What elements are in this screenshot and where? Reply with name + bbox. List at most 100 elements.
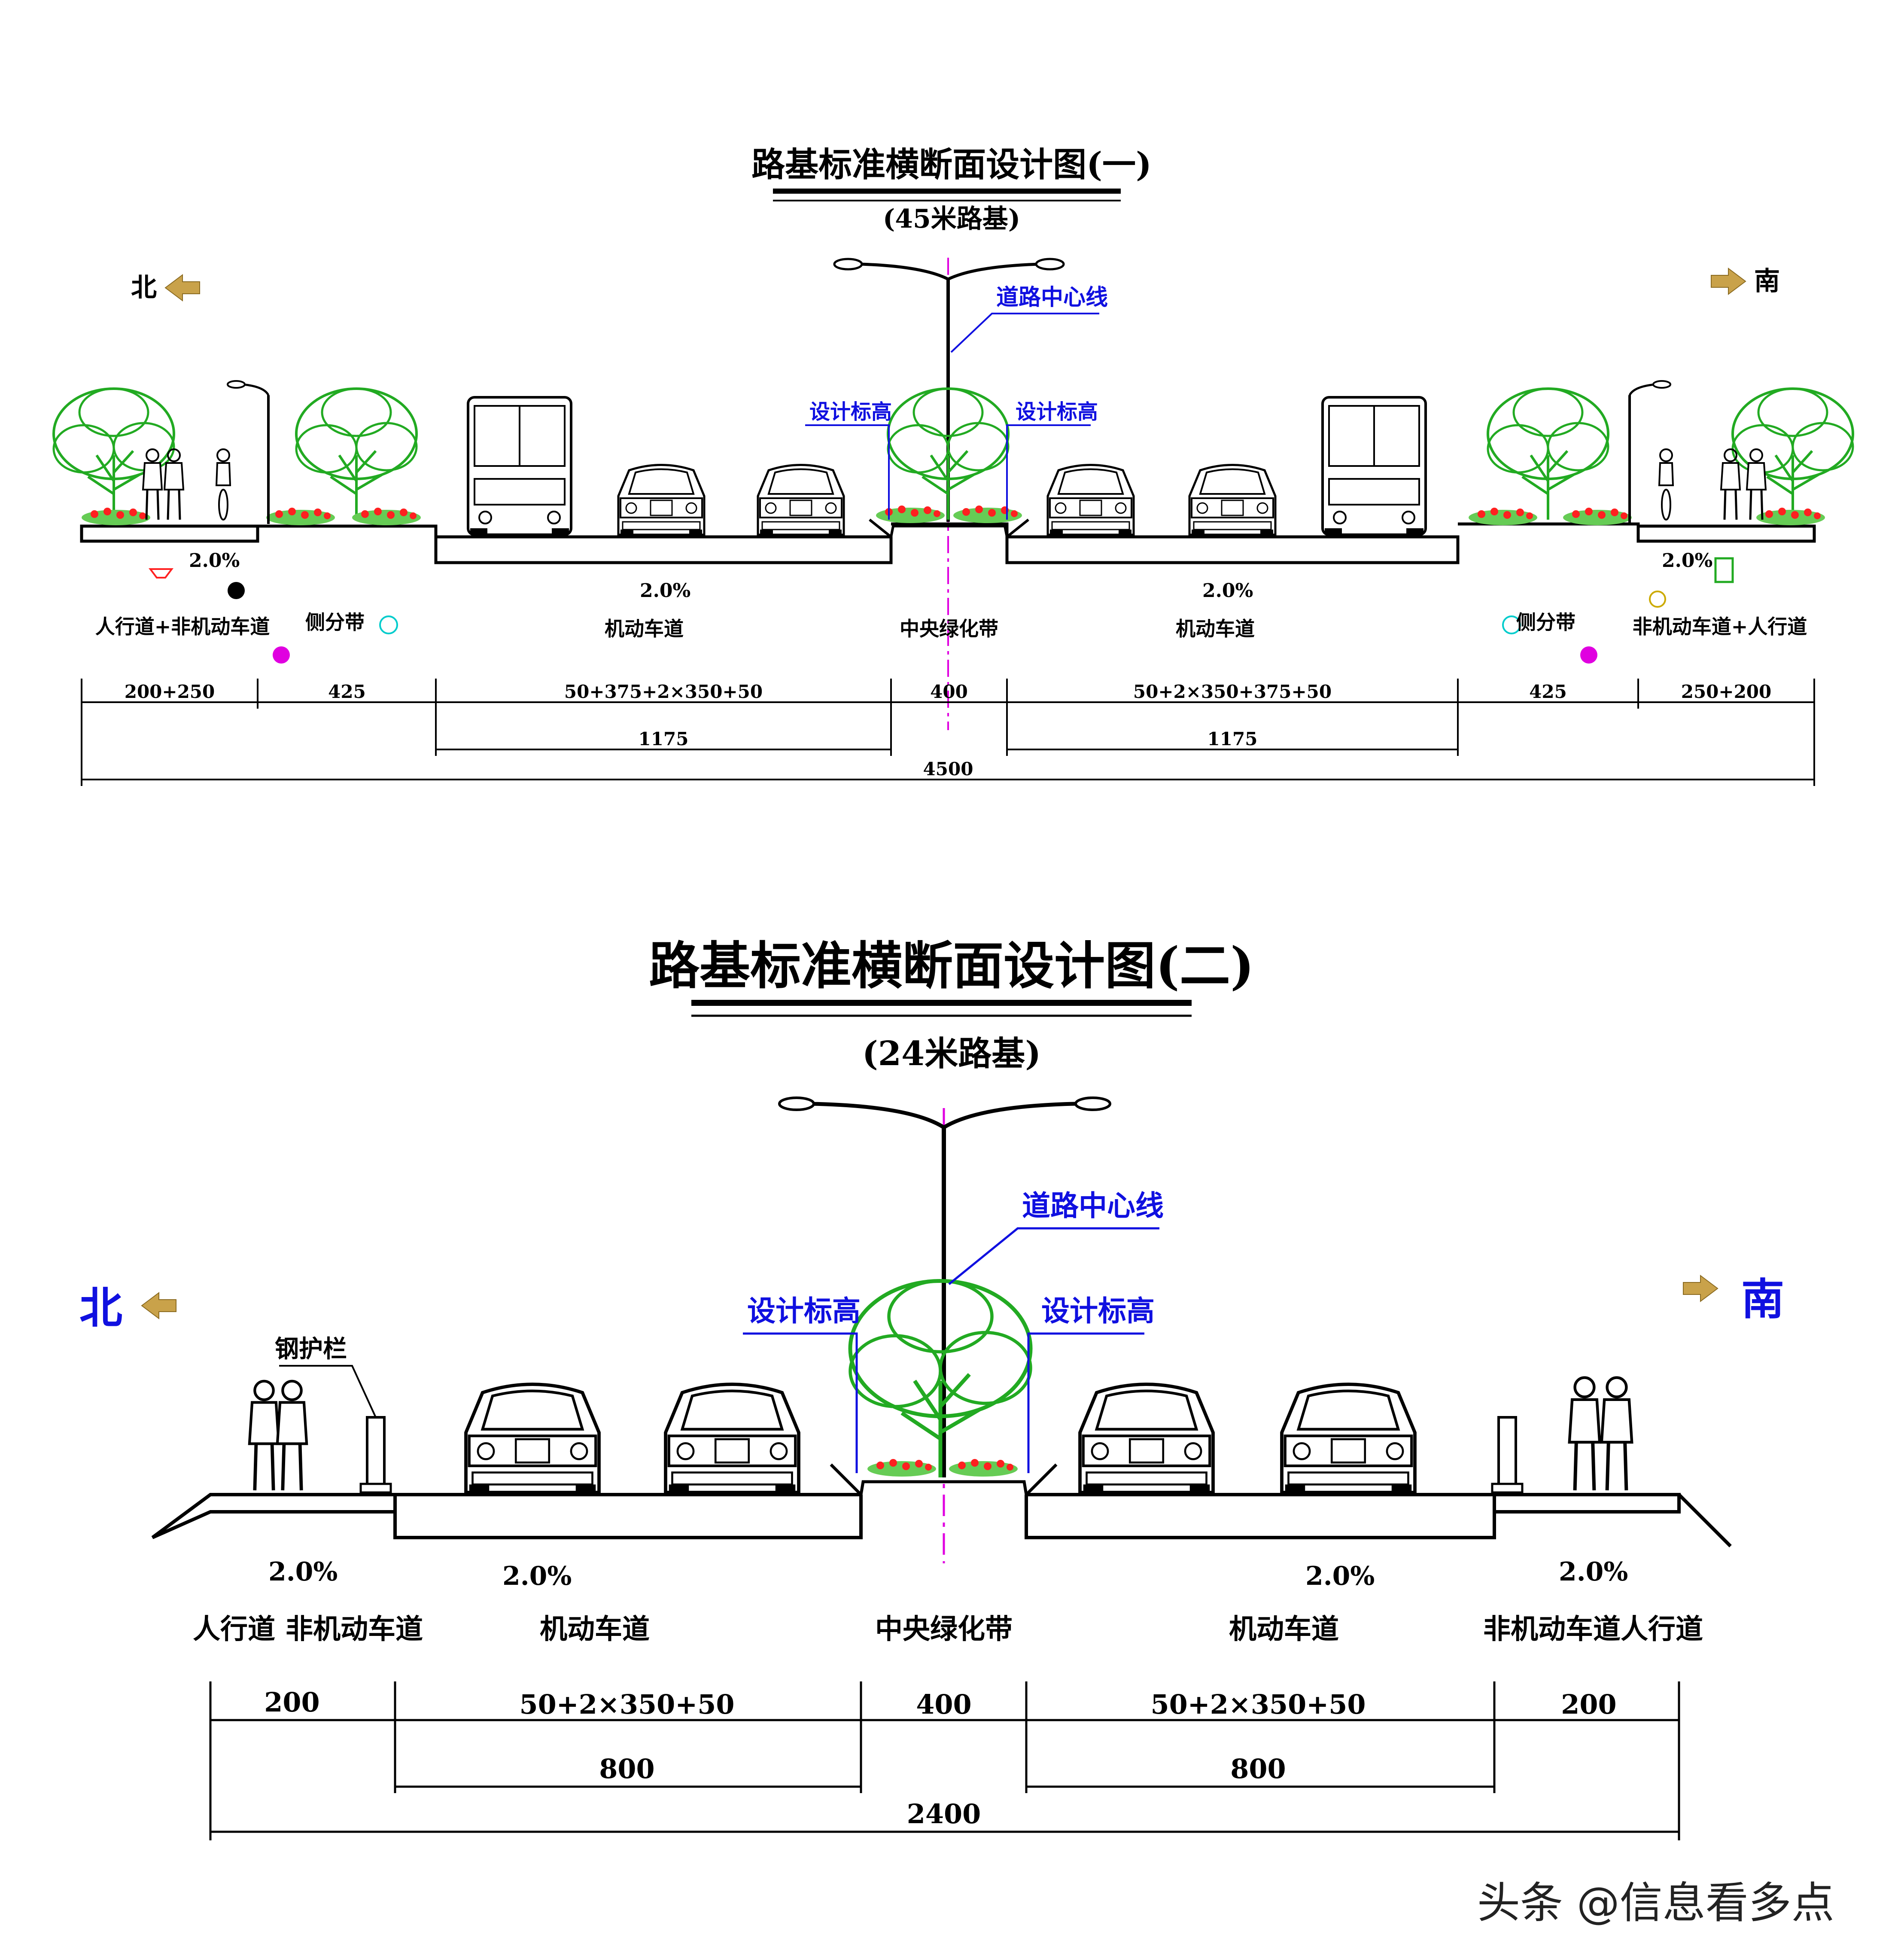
car-icon — [1189, 465, 1275, 535]
design-elev-right: 设计标高 — [1016, 400, 1098, 424]
dim-label: 4500 — [923, 758, 973, 780]
watermark: 头条 @信息看多点 — [1477, 1878, 1834, 1928]
dim-label: 800 — [1230, 1753, 1286, 1785]
south-label: 南 — [1741, 1274, 1784, 1325]
center-street-lamp-icon — [778, 1096, 1111, 1477]
utility-symbols — [149, 557, 1734, 664]
zone-label: 人行道 — [193, 1613, 275, 1645]
road-profile — [80, 522, 1816, 564]
dim-label: 400 — [930, 681, 968, 702]
guardrail-label: 钢护栏 — [275, 1335, 347, 1363]
dimension-lines — [81, 679, 1815, 786]
zone-label: 人行道+非机动车道 — [95, 615, 270, 638]
pedestrian-icon — [164, 449, 183, 520]
dim-label: 200 — [264, 1687, 319, 1718]
slope-label: 2.0% — [502, 1561, 572, 1591]
guardrail-leader — [279, 1365, 377, 1418]
zone-label: 机动车道 — [540, 1613, 650, 1645]
north-arrow-icon — [141, 1292, 176, 1319]
flowers-icon — [867, 1459, 936, 1477]
zone-label: 侧分带 — [1516, 611, 1576, 634]
design-elev-left-leader — [743, 1332, 858, 1473]
dim-label: 800 — [599, 1753, 654, 1785]
slope-label: 2.0% — [1202, 580, 1253, 602]
dim-label: 50+2×350+50 — [1151, 1689, 1366, 1720]
flowers-icon — [1563, 508, 1632, 525]
centerline-leader — [950, 313, 1099, 353]
design-elev-left-leader — [805, 424, 890, 520]
flowers-icon — [266, 508, 335, 525]
design-elev-left: 设计标高 — [747, 1294, 861, 1328]
street-lamp-icon — [1630, 381, 1670, 524]
zone-label: 非机动车道人行道 — [1483, 1613, 1703, 1645]
car-icon — [466, 1384, 599, 1492]
median-curb — [830, 1463, 1058, 1498]
car-icon — [1282, 1384, 1415, 1492]
slope-label: 2.0% — [1305, 1561, 1375, 1591]
car-icon — [618, 465, 704, 535]
diagram-24m: 路基标准横断面设计图(二) (24米路基) 北 南 钢护栏 — [79, 936, 1784, 1840]
dim-label: 50+2×350+375+50 — [1133, 681, 1332, 702]
centerline-label: 道路中心线 — [996, 284, 1108, 311]
zone-label: 非机动车道+人行道 — [1633, 615, 1807, 638]
dim-label: 2400 — [907, 1798, 981, 1830]
design-elev-right-leader — [1006, 424, 1091, 520]
slope-label: 2.0% — [1662, 550, 1712, 572]
slope-label: 2.0% — [189, 550, 240, 572]
design-elev-right-leader — [1027, 1332, 1144, 1473]
design-elev-right: 设计标高 — [1041, 1294, 1155, 1328]
dim-label: 425 — [1529, 681, 1567, 702]
diagram1-title: 路基标准横断面设计图(一) — [751, 145, 1152, 184]
median-curb — [869, 518, 1029, 539]
north-arrow-icon — [165, 274, 200, 301]
zone-label: 侧分带 — [305, 611, 365, 634]
tree-icon — [1488, 389, 1608, 520]
centerline-leader — [948, 1227, 1159, 1285]
slope-label: 2.0% — [268, 1557, 338, 1587]
car-icon — [666, 1384, 799, 1492]
dim-label: 200 — [1561, 1689, 1616, 1720]
guardrail-icon — [359, 1416, 1524, 1494]
dim-label: 1175 — [639, 728, 689, 749]
flowers-icon — [1756, 508, 1825, 525]
south-arrow-icon — [1711, 268, 1746, 295]
zone-label: 中央绿化带 — [875, 1613, 1013, 1645]
dim-label: 200+250 — [125, 681, 215, 702]
zone-label: 机动车道 — [1229, 1613, 1339, 1645]
cyclist-icon — [216, 448, 231, 521]
south-label: 南 — [1754, 266, 1780, 296]
slope-label: 2.0% — [640, 580, 690, 602]
bus-icon — [1323, 397, 1426, 535]
dim-label: 425 — [328, 681, 366, 702]
diagram-45m: 路基标准横断面设计图(一) (45米路基) 北 南 — [54, 145, 1853, 786]
flowers-icon — [82, 508, 150, 525]
flowers-icon — [352, 508, 421, 525]
zone-label: 机动车道 — [605, 617, 684, 640]
north-label: 北 — [131, 273, 157, 303]
dim-label: 1175 — [1207, 728, 1258, 749]
street-lamp-icon — [228, 381, 268, 524]
zone-label: 非机动车道 — [286, 1613, 423, 1645]
car-icon — [1048, 465, 1134, 535]
road-profile — [151, 1493, 1732, 1547]
flowers-icon — [949, 1459, 1018, 1477]
dim-label: 400 — [916, 1689, 971, 1720]
flowers-icon — [953, 506, 1022, 523]
pedestrian-icon — [277, 1381, 307, 1490]
slope-label: 2.0% — [1559, 1557, 1628, 1587]
pedestrian-icon — [143, 449, 162, 520]
zone-label: 中央绿化带 — [900, 617, 998, 640]
car-icon — [1080, 1384, 1213, 1492]
pedestrian-icon — [249, 1381, 279, 1490]
median-tree-icon — [850, 1281, 1031, 1478]
dim-label: 250+200 — [1681, 681, 1772, 702]
dim-label: 50+2×350+50 — [520, 1689, 735, 1720]
flowers-icon — [1469, 508, 1537, 525]
north-label: 北 — [79, 1282, 122, 1333]
zone-label: 机动车道 — [1176, 617, 1255, 640]
pedestrian-icon — [1747, 449, 1766, 520]
cyclist-icon — [1658, 448, 1674, 521]
dim-label: 50+375+2×350+50 — [564, 681, 763, 702]
diagram1-subtitle: (45米路基) — [883, 204, 1020, 234]
